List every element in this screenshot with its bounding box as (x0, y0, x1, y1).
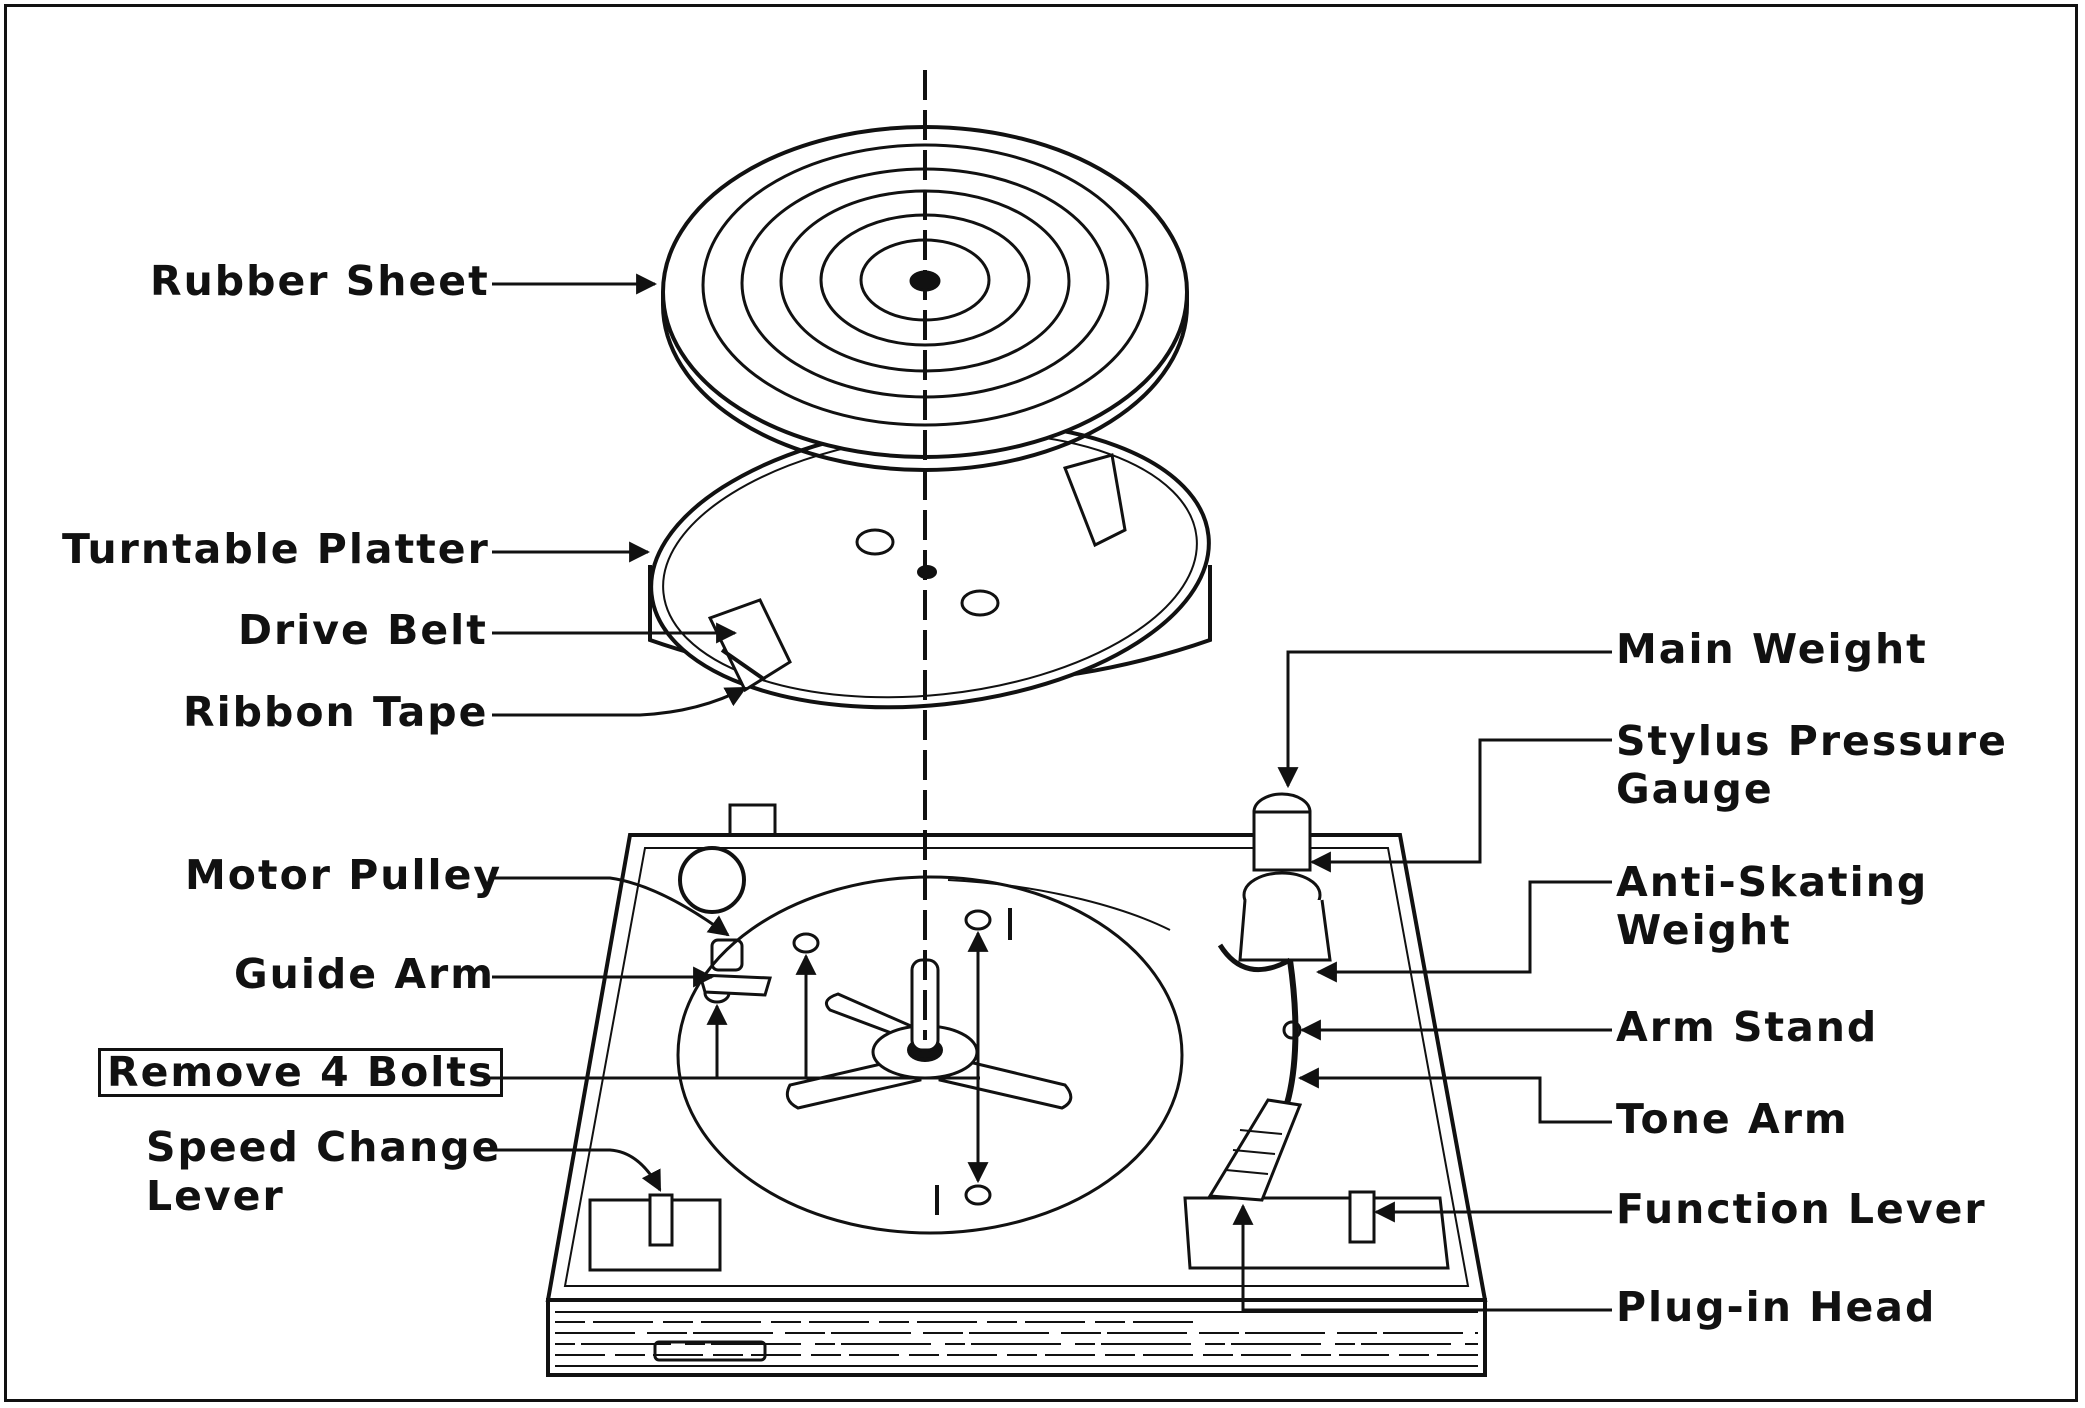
label-ribbon-tape: Ribbon Tape (183, 688, 489, 736)
label-plug-in-head: Plug-in Head (1616, 1283, 1937, 1331)
leader-lines-left (485, 273, 989, 1192)
label-function-lever: Function Lever (1616, 1185, 1987, 1233)
label-turntable-platter: Turntable Platter (62, 525, 490, 573)
leader-stylus-pressure-gauge (1309, 738, 1612, 873)
label-remove-bolts: Remove 4 Bolts (98, 1048, 504, 1098)
label-speed-change-lever-line2: Lever (146, 1172, 285, 1220)
label-speed-change-lever-line1: Speed Change (146, 1123, 502, 1171)
leader-speed-change-lever (492, 1148, 662, 1192)
label-arm-stand: Arm Stand (1616, 1003, 1879, 1051)
label-anti-skating-weight-line1: Anti-Skating (1616, 858, 1929, 906)
label-drive-belt: Drive Belt (238, 606, 488, 654)
leader-anti-skating-weight (1315, 880, 1612, 983)
label-anti-skating-weight-line2: Weight (1616, 906, 1792, 954)
turntable-base (545, 792, 1488, 1377)
leader-main-weight (1277, 650, 1612, 789)
leader-lines-right (1232, 650, 1612, 1312)
label-rubber-sheet: Rubber Sheet (150, 257, 490, 305)
label-stylus-pressure-gauge-line1: Stylus Pressure (1616, 717, 2008, 765)
label-guide-arm: Guide Arm (234, 950, 495, 998)
label-motor-pulley: Motor Pulley (185, 851, 503, 899)
leader-plug-in-head (1232, 1203, 1612, 1312)
leader-motor-pulley (492, 876, 730, 937)
label-main-weight: Main Weight (1616, 625, 1928, 673)
label-tone-arm: Tone Arm (1616, 1095, 1849, 1143)
leader-ribbon-tape (492, 686, 747, 717)
label-stylus-pressure-gauge-line2: Gauge (1616, 765, 1774, 813)
leader-tone-arm (1297, 1067, 1612, 1124)
